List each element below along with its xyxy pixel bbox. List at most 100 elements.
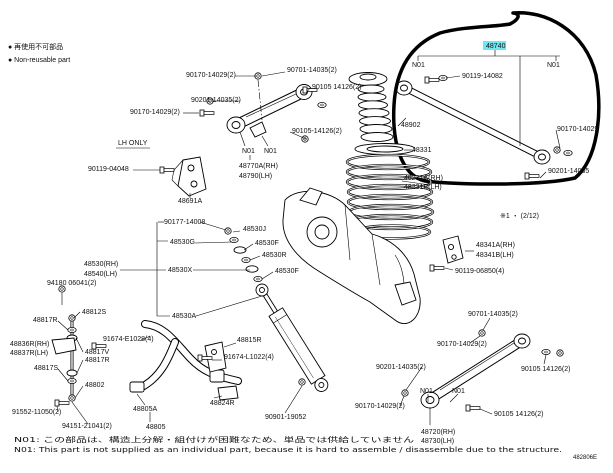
nut-icon bbox=[298, 378, 306, 386]
part-label[interactable]: 48530J bbox=[243, 226, 266, 233]
part-label[interactable]: 48530R bbox=[262, 252, 287, 259]
part-label[interactable]: 48720(RH) bbox=[421, 429, 455, 436]
legend-non-reusable-en: ● Non-reusable part bbox=[8, 57, 70, 64]
part-label[interactable]: 48812S bbox=[82, 309, 106, 316]
part-label[interactable]: 90105 14126(2) bbox=[312, 84, 361, 91]
part-label[interactable]: 91674-L1022(4) bbox=[224, 354, 274, 361]
part-label[interactable]: 90170-14029(2) bbox=[437, 341, 487, 348]
bolt-icon bbox=[159, 166, 175, 174]
washer-icon bbox=[563, 149, 573, 157]
nut-icon bbox=[301, 135, 309, 143]
bolt-icon bbox=[429, 264, 445, 272]
n01-mark: N01 bbox=[242, 148, 255, 155]
part-label[interactable]: 48824R bbox=[210, 400, 235, 407]
part-label[interactable]: 48805 bbox=[146, 424, 166, 431]
washer-icon bbox=[438, 75, 448, 81]
link-bracket-48836r[interactable] bbox=[51, 337, 77, 355]
washer-icon bbox=[541, 348, 551, 356]
nut-icon bbox=[556, 349, 564, 357]
part-label[interactable]: 48817R bbox=[33, 317, 58, 324]
part-label[interactable]: 48815R bbox=[237, 337, 262, 344]
part-label[interactable]: 48837R(LH) bbox=[10, 350, 48, 357]
part-label[interactable]: 48540(LH) bbox=[84, 271, 117, 278]
part-label[interactable]: 90105 14126(2) bbox=[521, 366, 570, 373]
bolt-icon bbox=[465, 404, 481, 412]
part-label[interactable]: 48790(LH) bbox=[239, 173, 272, 180]
part-label[interactable]: 48817V bbox=[85, 349, 109, 356]
part-label[interactable]: 48530(RH) bbox=[84, 261, 118, 268]
part-label[interactable]: 90901-19052 bbox=[265, 414, 306, 421]
callout-highlight bbox=[483, 41, 506, 50]
part-label[interactable]: 90170-14029(2) bbox=[130, 109, 180, 116]
part-label[interactable]: 48691A bbox=[178, 198, 202, 205]
markup-circle bbox=[391, 10, 601, 186]
part-label[interactable]: 90170-14029(2) bbox=[355, 403, 405, 410]
part-label[interactable]: 94180 06041(2) bbox=[47, 280, 96, 287]
n01-mark: N01 bbox=[547, 62, 560, 69]
upper-control-arm[interactable] bbox=[226, 84, 313, 138]
note-n01-jp: N01: この部品は、構造上分解・組付けが困難なため、単品では供給していません bbox=[14, 435, 415, 444]
part-label[interactable]: 48530X bbox=[168, 267, 192, 274]
part-label[interactable]: 90201-14035(2) bbox=[376, 364, 426, 371]
bracket-48341a[interactable] bbox=[442, 235, 464, 264]
part-label[interactable]: 48530G bbox=[170, 239, 195, 246]
part-label[interactable]: 48730(LH) bbox=[421, 438, 454, 445]
nut-icon bbox=[401, 389, 409, 397]
part-label[interactable]: 90105-14126(2) bbox=[292, 128, 342, 135]
bolt-icon bbox=[424, 76, 440, 84]
part-label[interactable]: 91552-11050(2) bbox=[12, 409, 61, 416]
part-label[interactable]: 48530F bbox=[275, 268, 299, 275]
lateral-control-rod[interactable] bbox=[395, 80, 551, 165]
diagram-id: 482806E bbox=[573, 455, 597, 461]
n01-mark: N01 bbox=[264, 148, 277, 155]
part-label[interactable]: 48817S bbox=[34, 365, 58, 372]
bump-stop-boot[interactable] bbox=[348, 72, 394, 142]
part-label[interactable]: 90119-14082 bbox=[462, 73, 503, 80]
legend-non-reusable-jp: ● 再使用不可部品 bbox=[8, 42, 63, 51]
lh-only-label: LH ONLY bbox=[118, 140, 148, 147]
part-label[interactable]: 48770A(RH) bbox=[239, 163, 278, 170]
part-label[interactable]: 48817R bbox=[85, 357, 110, 364]
part-label[interactable]: 48530F bbox=[255, 240, 279, 247]
shock-mount-hardware bbox=[224, 227, 263, 283]
part-label[interactable]: 48341B(LH) bbox=[476, 252, 514, 259]
part-label[interactable]: 90701-14035(2) bbox=[468, 311, 518, 318]
part-label[interactable]: 48836R(RH) bbox=[10, 341, 49, 348]
stabilizer-bracket-48815r[interactable] bbox=[204, 341, 227, 373]
part-label[interactable]: 90201-14035(2) bbox=[191, 97, 241, 104]
n01-mark: N01 bbox=[420, 388, 433, 395]
washer-icon bbox=[317, 102, 327, 108]
stabilizer-link[interactable] bbox=[66, 314, 78, 402]
part-label[interactable]: 90201-14035 bbox=[548, 168, 589, 175]
part-label[interactable]: 48231A(RH) bbox=[404, 175, 443, 182]
part-label[interactable]: 48530A bbox=[172, 313, 196, 320]
note-n01-en: N01: This part is not supplied as an ind… bbox=[14, 446, 562, 454]
part-label[interactable]: 91674-E1028(4) bbox=[103, 336, 154, 343]
part-label[interactable]: 48902 bbox=[401, 122, 421, 129]
bolt-icon bbox=[524, 172, 540, 180]
part-label[interactable]: 90177-14008 bbox=[164, 219, 205, 226]
n01-mark: N01 bbox=[412, 62, 425, 69]
n01-mark: N01 bbox=[452, 388, 465, 395]
part-label[interactable]: 90119-04048 bbox=[88, 166, 129, 173]
part-label[interactable]: 48341A(RH) bbox=[476, 242, 515, 249]
shock-absorber[interactable] bbox=[252, 281, 332, 395]
part-label[interactable]: 48805A bbox=[133, 406, 157, 413]
part-label[interactable]: 90701-14035(2) bbox=[287, 67, 337, 74]
stabilizer-bushing[interactable] bbox=[129, 369, 239, 401]
lower-control-arm[interactable] bbox=[420, 333, 531, 409]
bolt-icon bbox=[54, 399, 70, 407]
bolt-icon bbox=[199, 109, 215, 117]
part-label[interactable]: 90105 14126(2) bbox=[494, 411, 543, 418]
part-label[interactable]: 48231B(LH) bbox=[404, 184, 442, 191]
part-label[interactable]: 94151-21041(2) bbox=[62, 423, 112, 430]
part-label[interactable]: 90170-14029 bbox=[557, 126, 598, 133]
part-label[interactable]: 90170-14029(2) bbox=[186, 72, 236, 79]
bracket-48691a[interactable] bbox=[171, 156, 207, 197]
part-label-48740[interactable]: 48740 bbox=[486, 43, 506, 50]
part-label[interactable]: 48802 bbox=[85, 382, 105, 389]
part-label[interactable]: 48331 bbox=[412, 147, 432, 154]
part-label[interactable]: 90119-06850(4) bbox=[455, 268, 504, 275]
nut-icon bbox=[553, 146, 561, 154]
